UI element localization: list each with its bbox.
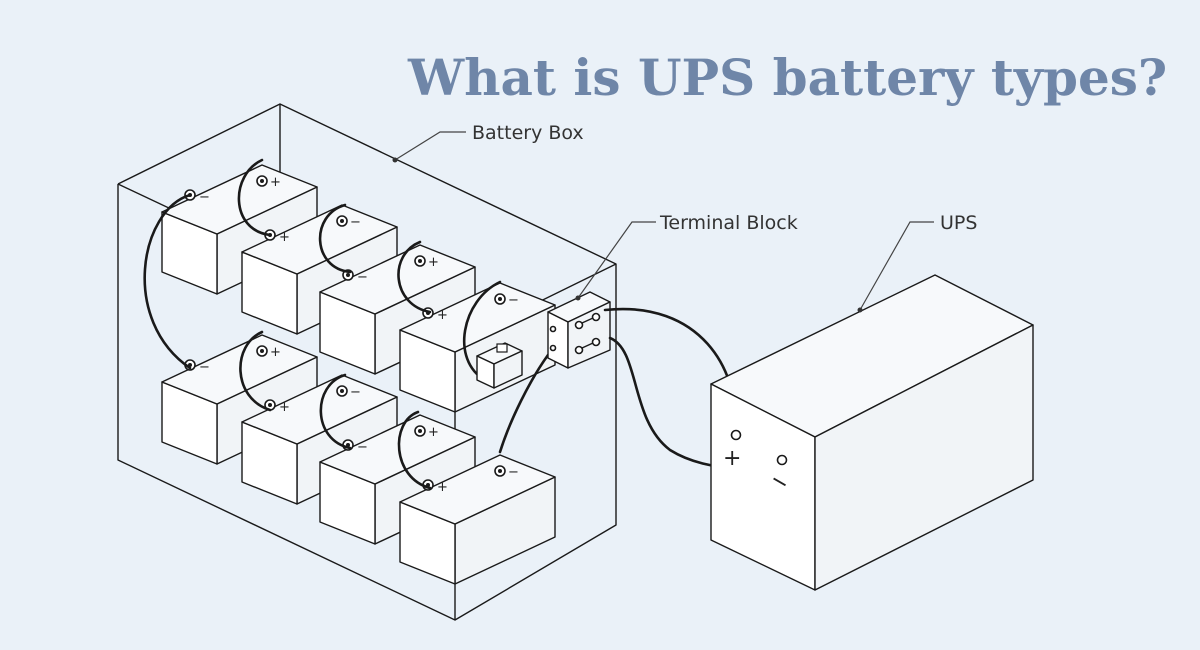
battery-terminal-sign: + [437,308,448,323]
terminal-block-label: Terminal Block [659,212,798,234]
ups-label: UPS [940,212,977,234]
battery-terminal-sign: − [357,440,368,455]
terminal-block [547,291,611,369]
ups-positive-terminal [730,429,742,441]
battery-terminal-sign: − [350,215,361,230]
ups-positive-sign: + [723,446,741,471]
battery: +− [399,282,556,413]
fuse-block [476,342,523,389]
leader-lines [392,131,934,313]
battery-terminal-sign: − [508,465,519,480]
ups-unit: + − [710,274,1034,591]
battery-box-label: Battery Box [472,122,584,144]
page-title: What is UPS battery types? [407,48,1167,107]
battery-terminal-sign: + [270,345,281,360]
battery-terminal-sign: + [279,400,290,415]
battery-terminal-sign: + [428,255,439,270]
battery-terminal-sign: + [437,480,448,495]
battery-group: −++−−++−−++−−++− [161,164,556,585]
battery-terminal-sign: − [199,190,210,205]
battery-terminal-sign: − [357,270,368,285]
battery-cables [143,158,550,490]
battery-terminal-sign: − [350,385,361,400]
battery-terminal-sign: + [270,175,281,190]
battery-terminal-sign: − [508,293,519,308]
battery-terminal-sign: + [279,230,290,245]
ups-negative-terminal [776,454,788,466]
battery-terminal-sign: + [428,425,439,440]
battery-terminal-sign: − [199,360,210,375]
battery: +− [399,454,556,585]
